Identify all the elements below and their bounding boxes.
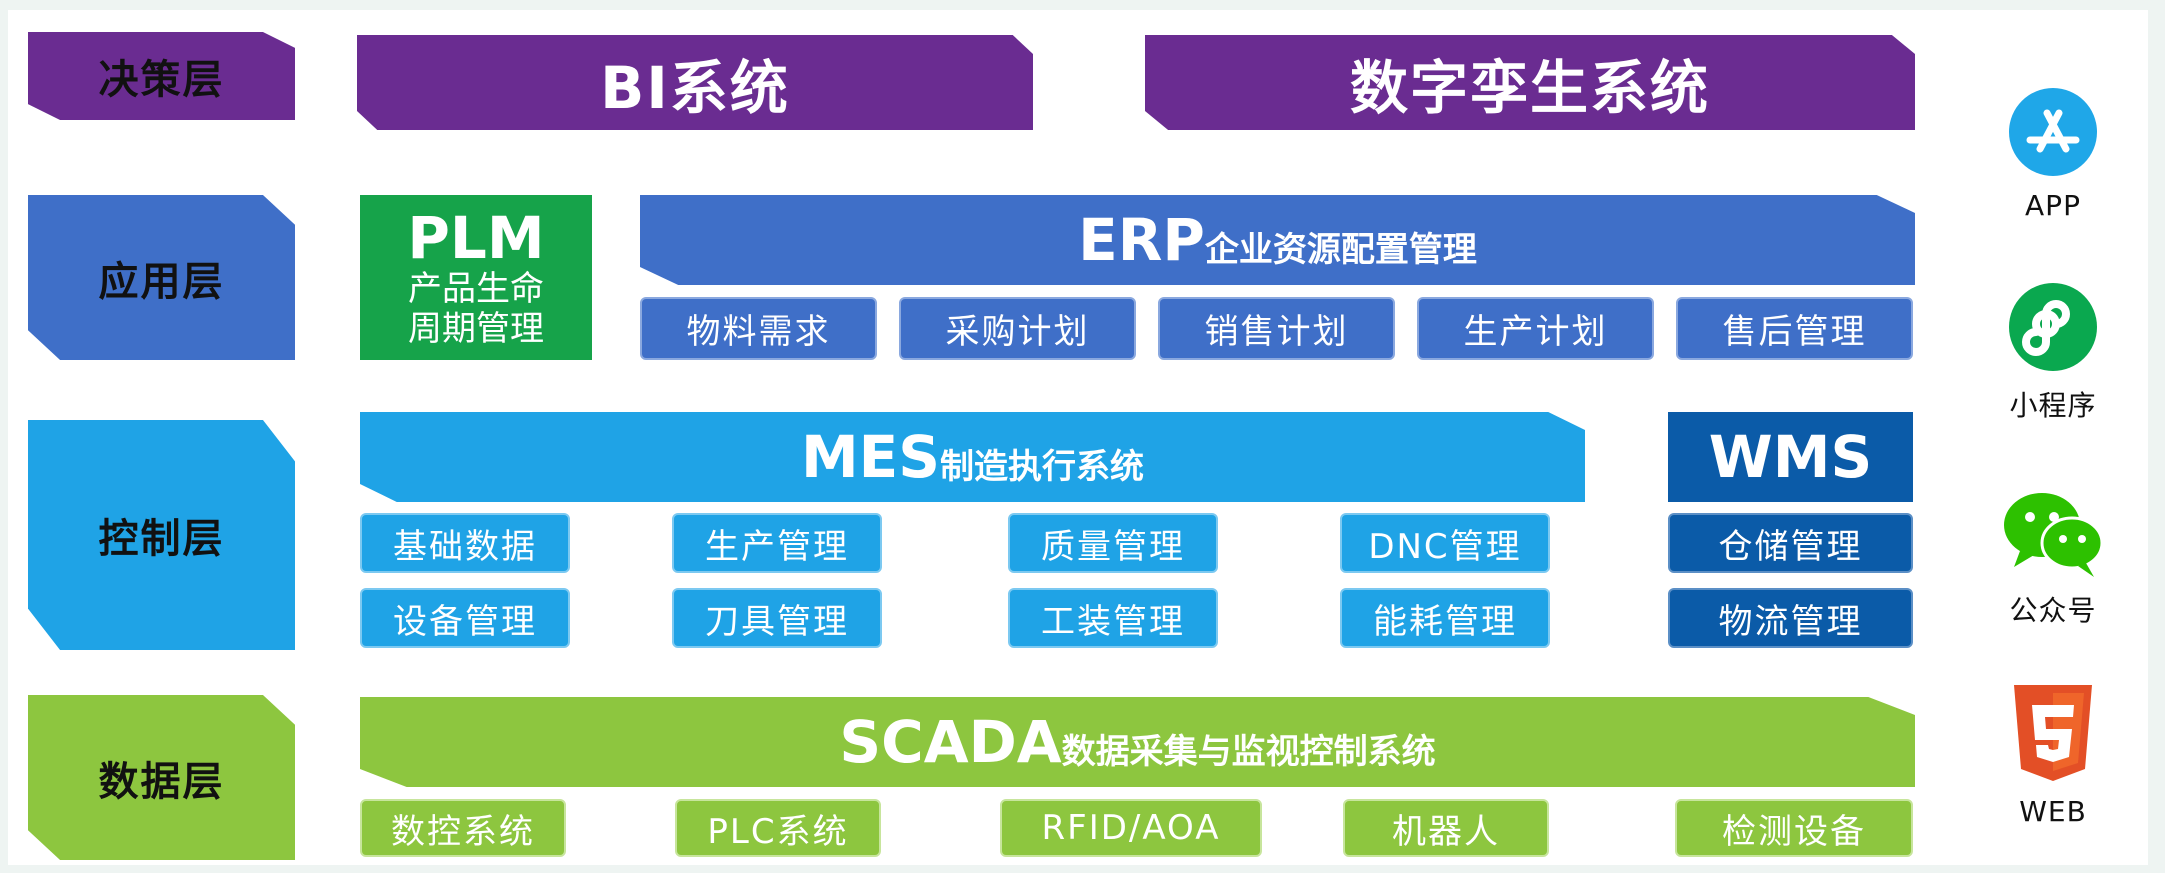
erp-module: 采购计划 (899, 297, 1136, 360)
mes-module-label: 基础数据 (393, 526, 537, 567)
layer-control-label: 控制层 (98, 516, 225, 562)
mes-module-label: 工装管理 (1041, 601, 1185, 642)
erp-module-label: 采购计划 (945, 312, 1090, 352)
mini-program-icon (2009, 283, 2097, 371)
data-module: 检测设备 (1675, 799, 1913, 857)
app-store-icon (2009, 88, 2097, 176)
mes-module: 基础数据 (360, 513, 570, 573)
data-module: RFID/AOA (1000, 799, 1262, 857)
html5-icon (2014, 685, 2092, 781)
wms-box: WMS (1668, 412, 1913, 502)
mes-module: 能耗管理 (1340, 588, 1550, 648)
scada-box: SCADA 数据采集与监视控制系统 (360, 697, 1915, 787)
wms-module: 物流管理 (1668, 588, 1913, 648)
erp-small: 企业资源配置管理 (1204, 229, 1477, 270)
layer-data-label: 数据层 (98, 758, 225, 805)
mes-big: MES (800, 423, 941, 491)
erp-box: ERP 企业资源配置管理 (640, 195, 1915, 285)
mes-small: 制造执行系统 (940, 446, 1145, 487)
wechat-icon (2004, 493, 2104, 577)
erp-module: 售后管理 (1676, 297, 1913, 360)
erp-module: 物料需求 (640, 297, 877, 360)
plm-line1: 产品生命 (408, 268, 544, 309)
channel-app-label: APP (2025, 189, 2081, 222)
digital-twin-label: 数字孪生系统 (1349, 53, 1710, 122)
mes-module-label: 质量管理 (1041, 526, 1185, 567)
erp-module-label: 销售计划 (1204, 312, 1349, 352)
digital-twin-system: 数字孪生系统 (1145, 35, 1915, 130)
plm-box: PLM 产品生命 周期管理 (360, 195, 592, 360)
mes-module-label: 设备管理 (393, 601, 537, 642)
mes-module-label: 生产管理 (705, 526, 849, 567)
plm-line2: 周期管理 (408, 308, 544, 349)
data-module-label: 机器人 (1392, 811, 1500, 852)
mes-module-label: 能耗管理 (1373, 601, 1517, 642)
layer-data: 数据层 (28, 695, 295, 860)
erp-module-label: 物料需求 (686, 312, 831, 352)
mes-module: 设备管理 (360, 588, 570, 648)
wms-module-label: 物流管理 (1718, 601, 1863, 642)
plm-title: PLM (407, 203, 545, 272)
data-module: 数控系统 (360, 799, 566, 857)
data-module: PLC系统 (675, 799, 881, 857)
mes-module-label: 刀具管理 (705, 601, 849, 642)
wms-module-label: 仓储管理 (1718, 526, 1863, 567)
channel-official-account: 公众号 (1978, 485, 2128, 629)
wms-title: WMS (1708, 423, 1873, 491)
layer-application-label: 应用层 (98, 258, 225, 305)
erp-big: ERP (1078, 206, 1205, 274)
data-module-label: RFID/AOA (1041, 808, 1221, 848)
mes-module: 生产管理 (672, 513, 882, 573)
scada-big: SCADA (839, 708, 1062, 776)
erp-module-label: 生产计划 (1463, 312, 1608, 352)
wms-module: 仓储管理 (1668, 513, 1913, 573)
mes-module: DNC管理 (1340, 513, 1550, 573)
scada-small: 数据采集与监视控制系统 (1061, 731, 1436, 772)
data-module-label: 检测设备 (1722, 811, 1866, 852)
layer-application: 应用层 (28, 195, 295, 360)
channel-web: WEB (1978, 685, 2128, 828)
data-module-label: PLC系统 (707, 811, 849, 852)
data-module: 机器人 (1343, 799, 1549, 857)
mes-module: 工装管理 (1008, 588, 1218, 648)
mes-module-label: DNC管理 (1368, 526, 1522, 567)
bi-system-label: BI系统 (600, 53, 790, 122)
channel-mini-program: 小程序 (1978, 280, 2128, 424)
layer-decision: 决策层 (28, 32, 295, 120)
layer-control: 控制层 (28, 420, 295, 650)
data-module-label: 数控系统 (391, 811, 535, 852)
channel-official-account-label: 公众号 (2009, 594, 2097, 627)
channel-web-label: WEB (2019, 795, 2087, 828)
erp-module: 生产计划 (1417, 297, 1654, 360)
bi-system: BI系统 (357, 35, 1033, 130)
erp-module-label: 售后管理 (1722, 312, 1867, 352)
erp-module: 销售计划 (1158, 297, 1395, 360)
layer-decision-label: 决策层 (98, 57, 225, 103)
mes-module: 质量管理 (1008, 513, 1218, 573)
mes-module: 刀具管理 (672, 588, 882, 648)
channel-mini-program-label: 小程序 (2009, 389, 2097, 422)
channel-app: APP (1978, 85, 2128, 222)
mes-box: MES 制造执行系统 (360, 412, 1585, 502)
